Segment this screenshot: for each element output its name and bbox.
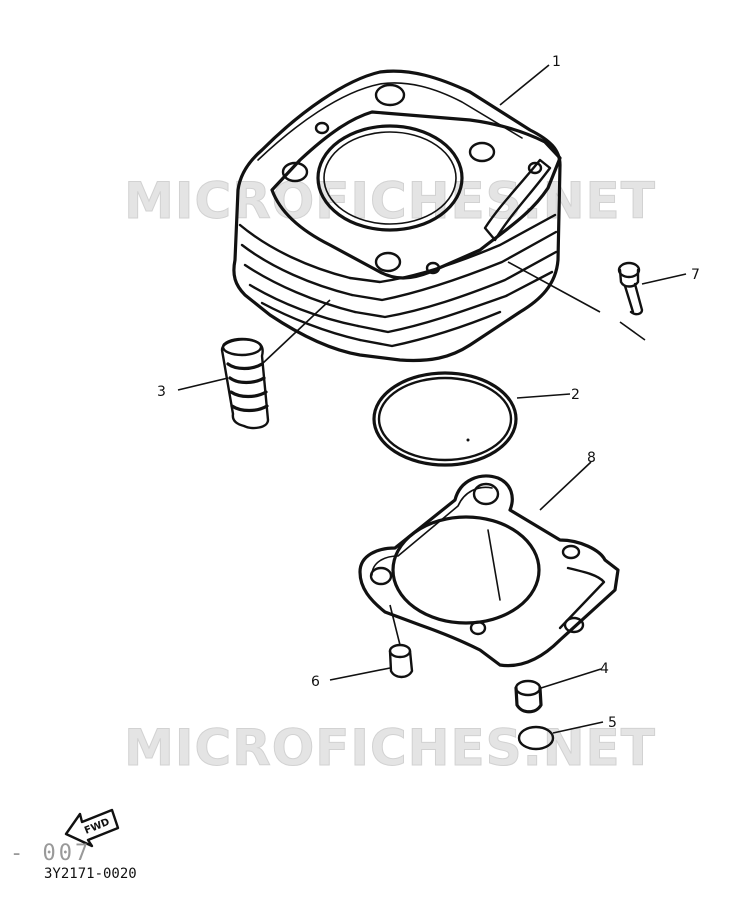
watermark-bottom: MICROFICHES.NET — [124, 719, 656, 777]
callout-6: 6 — [311, 674, 320, 690]
callout-7: 7 — [691, 267, 700, 283]
part-pipe — [220, 337, 270, 430]
part-dowel-sleeve — [514, 679, 543, 714]
watermark-top: MICROFICHES.NET — [124, 172, 656, 230]
callout-5: 5 — [608, 715, 617, 731]
page-mark: - 007 — [10, 841, 91, 866]
callout-2: 2 — [571, 387, 580, 403]
part-dowel-pin — [388, 643, 414, 679]
callout-1: 1 — [552, 54, 561, 70]
callout-3: 3 — [157, 384, 166, 400]
callout-4: 4 — [600, 661, 609, 677]
part-cylinder — [232, 69, 562, 363]
part-bolt — [617, 261, 644, 316]
part-small-o-ring — [517, 725, 555, 751]
callout-8: 8 — [587, 450, 596, 466]
part-o-ring — [372, 371, 518, 467]
part-gasket — [358, 474, 620, 668]
diagram-code: 3Y2171-0020 — [44, 866, 137, 882]
